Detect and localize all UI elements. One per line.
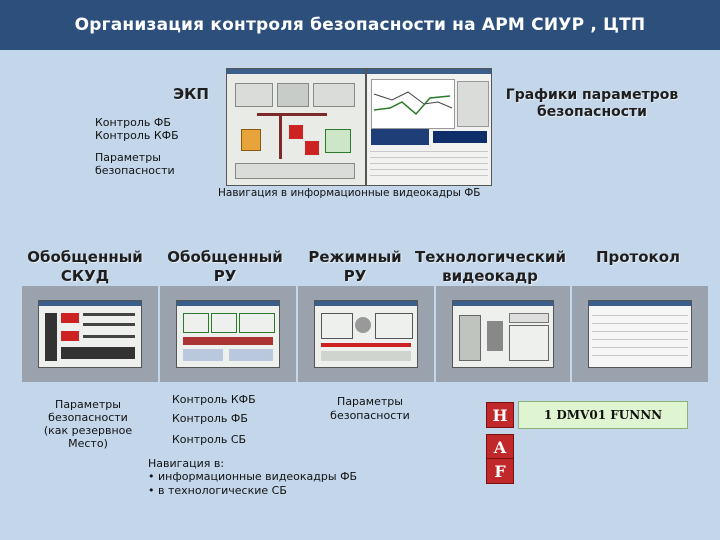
regime-ru-frame	[298, 286, 434, 382]
control-fb-text: Контроль ФБ	[95, 116, 171, 129]
skud-note-4: Место)	[68, 437, 108, 450]
column-label-gen-ru-1: Обобщенный	[167, 248, 283, 266]
graphs-screenshot	[366, 68, 492, 186]
status-box-h: Н	[486, 402, 514, 428]
column-label-regime-2: РУ	[343, 267, 367, 285]
skud-note-3: (как резервное	[43, 424, 133, 437]
graphs-label-line2: безопасности	[537, 104, 647, 120]
column-label-tech-1: Технологический	[415, 248, 566, 266]
ru-note-sb: Контроль СБ	[172, 433, 247, 446]
status-box-a: А	[486, 434, 514, 460]
navigation-item-sb: • в технологические СБ	[148, 484, 287, 497]
column-label-regime-1: Режимный	[308, 248, 402, 266]
skud-frame	[22, 286, 158, 382]
column-label-skud-2: СКУД	[60, 267, 110, 285]
regime-note-2: безопасности	[330, 409, 410, 422]
tech-videoframe-frame	[436, 286, 570, 382]
ekp-label: ЭКП	[173, 85, 209, 103]
navigation-fb-text: Навигация в информационные видеокадры ФБ	[218, 187, 481, 199]
code-box: 1 DMV01 FUNNN	[518, 401, 688, 429]
column-label-tech-2: видеокадр	[442, 267, 538, 285]
page-title: Организация контроля безопасности на АРМ…	[0, 0, 720, 50]
skud-note-1: Параметры	[55, 398, 121, 411]
column-label-protocol: Протокол	[595, 248, 681, 266]
column-label-skud-1: Обобщенный	[27, 248, 143, 266]
safety-params-line2: безопасности	[95, 164, 175, 177]
navigation-title: Навигация в:	[148, 457, 225, 470]
status-box-f: F	[486, 458, 514, 484]
ru-note-fb: Контроль ФБ	[172, 412, 248, 425]
safety-params-line1: Параметры	[95, 151, 161, 164]
ru-note-kfb: Контроль КФБ	[172, 393, 256, 406]
control-kfb-text: Контроль КФБ	[95, 129, 179, 142]
generalized-ru-frame	[160, 286, 296, 382]
protocol-frame	[572, 286, 708, 382]
regime-note-1: Параметры	[337, 395, 403, 408]
ekp-screenshot	[226, 68, 366, 186]
skud-note-2: безопасности	[48, 411, 128, 424]
graphs-label-line1: Графики параметров	[505, 87, 679, 103]
navigation-item-fb: • информационные видеокадры ФБ	[148, 470, 358, 483]
column-label-gen-ru-2: РУ	[213, 267, 237, 285]
